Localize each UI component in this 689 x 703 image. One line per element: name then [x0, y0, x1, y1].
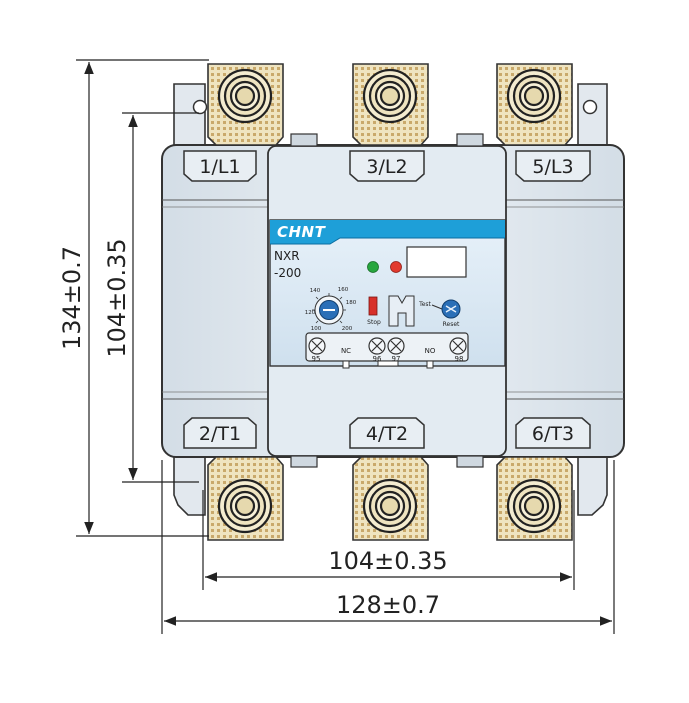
current-dial[interactable] [314, 295, 344, 325]
terminal-label-6-t3: 6/T3 [532, 423, 574, 445]
reset-label: Reset [443, 321, 460, 328]
bolt-2-t1 [217, 478, 273, 534]
aux-terminal-98: 98 [455, 355, 464, 363]
stop-label: Stop [367, 319, 381, 326]
dial-scale-ticks [312, 293, 346, 324]
model-line-2: -200 [274, 266, 301, 280]
aux-screws [308, 337, 467, 355]
terminal-label-1-l1: 1/L1 [199, 156, 240, 178]
dimension-lines [76, 59, 615, 634]
model-line-1: NXR [274, 249, 300, 263]
bolt-6-t3 [506, 478, 562, 534]
bolt-3-l2 [362, 68, 418, 124]
terminal-label-3-l2: 3/L2 [366, 156, 407, 178]
dial-tick-200: 200 [342, 326, 353, 332]
terminal-label-5-l3: 5/L3 [532, 156, 573, 178]
terminal-label-4-t2: 4/T2 [366, 423, 408, 445]
mount-hole-top-left [192, 99, 208, 115]
led-red [390, 261, 402, 273]
aux-screw-95 [308, 337, 326, 355]
dial-tick-120: 120 [305, 310, 316, 316]
aux-terminal-97: 97 [392, 355, 401, 363]
aux-label-nc: NC [341, 347, 351, 355]
bolt-1-l1 [217, 68, 273, 124]
brand-logo: CHNT [277, 223, 327, 241]
test-label: Test [418, 301, 431, 308]
aux-terminal-95: 95 [312, 355, 321, 363]
bolt-5-l3 [506, 68, 562, 124]
mechanism-outline [388, 295, 415, 327]
aux-feet [342, 360, 434, 369]
aux-contact-strip [305, 332, 469, 362]
aux-screw-96 [368, 337, 386, 355]
mount-hole-top-right [582, 99, 598, 115]
aux-screw-97 [387, 337, 405, 355]
dial-tick-180: 180 [346, 300, 357, 306]
aux-screw-98 [449, 337, 467, 355]
stop-button[interactable] [368, 296, 378, 316]
dial-tick-160: 160 [338, 287, 349, 293]
display-window [406, 246, 467, 278]
aux-terminal-96: 96 [373, 355, 382, 363]
dial-tick-100: 100 [311, 326, 322, 332]
reset-button[interactable] [441, 299, 461, 319]
terminal-label-2-t1: 2/T1 [199, 423, 241, 445]
terminal-bolts [217, 68, 562, 534]
dimension-width-outer: 128±0.7 [336, 591, 440, 619]
cover-clips [290, 133, 484, 468]
dimension-width-inner: 104±0.35 [328, 547, 447, 575]
aux-label-no: NO [425, 347, 436, 355]
dial-tick-140: 140 [310, 288, 321, 294]
dimension-height-outer: 134±0.7 [58, 246, 86, 350]
test-lever[interactable] [431, 304, 443, 310]
dimension-height-inner: 104±0.35 [103, 238, 131, 357]
terminal-label-boxes [183, 150, 591, 449]
bolt-4-t2 [362, 478, 418, 534]
led-green [367, 261, 379, 273]
